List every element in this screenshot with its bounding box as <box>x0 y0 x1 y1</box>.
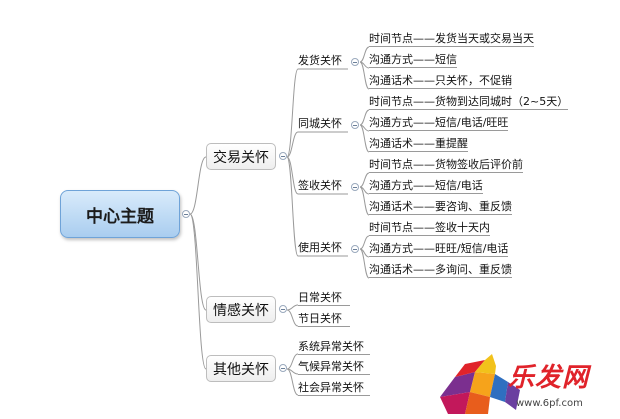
connector-line <box>286 156 299 257</box>
connector-line <box>359 61 370 90</box>
central-topic[interactable]: 中心主题 <box>60 190 180 238</box>
leaf-shipping-time[interactable]: 时间节点——发货当天或交易当天 <box>369 32 534 47</box>
connector-line <box>189 213 207 370</box>
leaf-usage-time[interactable]: 时间节点——签收十天内 <box>369 221 490 236</box>
connector-line <box>286 368 299 396</box>
leaf-same-city-method[interactable]: 沟通方式——短信/电话/旺旺 <box>369 116 509 131</box>
topic-usage-care[interactable]: 使用关怀 <box>298 241 342 254</box>
connector-line <box>359 186 370 216</box>
topic-holiday-care[interactable]: 节日关怀 <box>298 311 350 327</box>
connector-line <box>359 124 370 153</box>
branch-other-care[interactable]: 其他关怀 <box>206 355 276 382</box>
collapse-toggle-icon[interactable] <box>351 183 359 191</box>
collapse-toggle-icon[interactable] <box>279 152 287 160</box>
connector-line <box>286 353 299 370</box>
collapse-toggle-icon[interactable] <box>351 121 359 129</box>
leaf-receipt-time[interactable]: 时间节点——货物签收后评价前 <box>369 158 523 173</box>
branch-emotional-care[interactable]: 情感关怀 <box>206 296 276 323</box>
leaf-shipping-method[interactable]: 沟通方式——短信 <box>369 53 457 68</box>
watermark-logo-text: 乐发网 <box>508 363 590 393</box>
topic-social-care[interactable]: 社会异常关怀 <box>298 380 370 396</box>
branch-trade-care[interactable]: 交易关怀 <box>206 143 276 170</box>
leaf-shipping-script[interactable]: 沟通话术——只关怀，不促销 <box>369 74 512 89</box>
topic-same-city-care[interactable]: 同城关怀 <box>298 117 342 130</box>
connector-line <box>286 131 299 158</box>
leaf-receipt-script[interactable]: 沟通话术——要咨询、重反馈 <box>369 200 512 215</box>
collapse-toggle-icon[interactable] <box>279 364 287 372</box>
leaf-same-city-script[interactable]: 沟通话术——重提醒 <box>369 137 468 152</box>
topic-system-error-care[interactable]: 系统异常关怀 <box>298 339 370 355</box>
connector-line <box>359 235 370 250</box>
connector-line <box>286 309 299 327</box>
collapse-toggle-icon[interactable] <box>182 210 190 218</box>
connector-line <box>359 109 370 126</box>
connector-line <box>286 304 299 311</box>
leaf-same-city-time[interactable]: 时间节点——货物到达同城时（2~5天） <box>369 95 569 110</box>
leaf-receipt-method[interactable]: 沟通方式——短信/电话 <box>369 179 483 194</box>
connector-line <box>286 68 299 158</box>
topic-weather-care[interactable]: 气候异常关怀 <box>298 359 370 375</box>
leaf-usage-script[interactable]: 沟通话术——多询问、重反馈 <box>369 263 512 278</box>
topic-receipt-care[interactable]: 签收关怀 <box>298 179 342 192</box>
collapse-toggle-icon[interactable] <box>351 245 359 253</box>
connector-line <box>359 46 370 63</box>
topic-shipping-care[interactable]: 发货关怀 <box>298 54 342 67</box>
collapse-toggle-icon[interactable] <box>351 58 359 66</box>
topic-daily-care[interactable]: 日常关怀 <box>298 290 350 306</box>
bull-logo-icon <box>440 354 520 414</box>
collapse-toggle-icon[interactable] <box>279 305 287 313</box>
watermark-url: www.6pf.com <box>516 398 583 409</box>
connector-line <box>359 172 370 188</box>
leaf-usage-method[interactable]: 沟通方式——旺旺/短信/电话 <box>369 242 509 257</box>
connector-line <box>359 248 370 279</box>
connector-line <box>189 156 207 215</box>
